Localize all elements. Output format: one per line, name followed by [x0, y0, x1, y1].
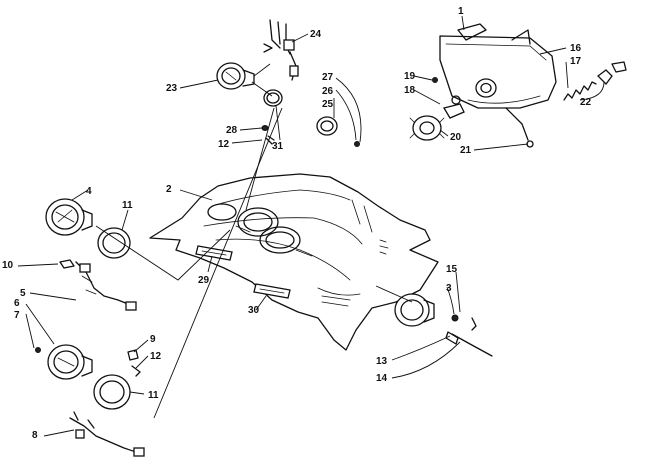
knob-22 [597, 61, 627, 85]
callout-9: 9 [150, 334, 156, 345]
callout-5: 5 [20, 288, 26, 299]
gauge-6 [47, 344, 93, 380]
headlight-housing [439, 23, 557, 109]
clip-28 [261, 125, 269, 131]
bezel-11-lower [93, 374, 131, 410]
callout-23: 23 [166, 83, 178, 94]
callout-13: 13 [376, 356, 388, 367]
cable-21 [505, 107, 534, 148]
wire-harness-24 [263, 19, 299, 81]
callout-28: 28 [226, 125, 238, 136]
callout-24: 24 [310, 29, 322, 40]
callout-16: 16 [570, 43, 582, 54]
callout-7: 7 [14, 310, 20, 321]
bulb-socket-18 [442, 95, 465, 119]
screw-7 [35, 347, 41, 353]
callout-25: 25 [322, 99, 334, 110]
screw-19 [432, 77, 438, 83]
callout-2: 2 [166, 184, 172, 195]
callout-31: 31 [272, 141, 284, 152]
clip-9 [127, 349, 139, 361]
callout-30: 30 [248, 305, 260, 316]
leader-lines [17, 15, 605, 437]
screw-12-top [265, 135, 275, 145]
callout-10: 10 [2, 260, 14, 271]
callout-11-lower: 11 [148, 390, 159, 401]
console-hood [149, 173, 439, 351]
callout-labels: 1 2 3 4 5 6 7 8 9 10 11 11 12 12 13 14 1… [2, 6, 592, 441]
gauge-23 [216, 62, 255, 90]
harness-8 [69, 411, 145, 457]
callout-29: 29 [198, 275, 210, 286]
callout-1: 1 [458, 6, 464, 17]
nut-3 [451, 314, 459, 322]
bezel-11-upper [97, 227, 131, 259]
screw-15 [471, 317, 477, 331]
nut-26 [354, 141, 360, 147]
sender-10 [59, 259, 75, 269]
callout-22: 22 [580, 97, 592, 108]
callout-17: 17 [570, 56, 582, 67]
callout-4: 4 [86, 186, 92, 197]
cable-14 [445, 331, 493, 357]
callout-12-lower: 12 [150, 351, 162, 362]
callout-27: 27 [322, 72, 334, 83]
spring-17 [563, 81, 597, 101]
callout-19: 19 [404, 71, 416, 82]
callout-26: 26 [322, 86, 334, 97]
gauge-13 [394, 293, 435, 327]
callout-18: 18 [404, 85, 416, 96]
callout-8: 8 [32, 430, 38, 441]
gauge-4 [45, 198, 93, 236]
callout-20: 20 [450, 132, 462, 143]
callout-12-upper: 12 [218, 139, 230, 150]
callout-21: 21 [460, 145, 472, 156]
connection-lines [95, 63, 413, 419]
callout-14: 14 [376, 373, 388, 384]
decal-30 [253, 283, 291, 299]
callout-3: 3 [446, 283, 452, 294]
callout-11-upper: 11 [122, 200, 133, 211]
callout-15: 15 [446, 264, 458, 275]
callout-6: 6 [14, 298, 20, 309]
bezel-25 [316, 116, 338, 136]
retaining-ring-20 [409, 115, 445, 141]
screw-12-lower [131, 365, 141, 377]
harness-5 [75, 261, 137, 311]
ring-31 [263, 89, 283, 107]
